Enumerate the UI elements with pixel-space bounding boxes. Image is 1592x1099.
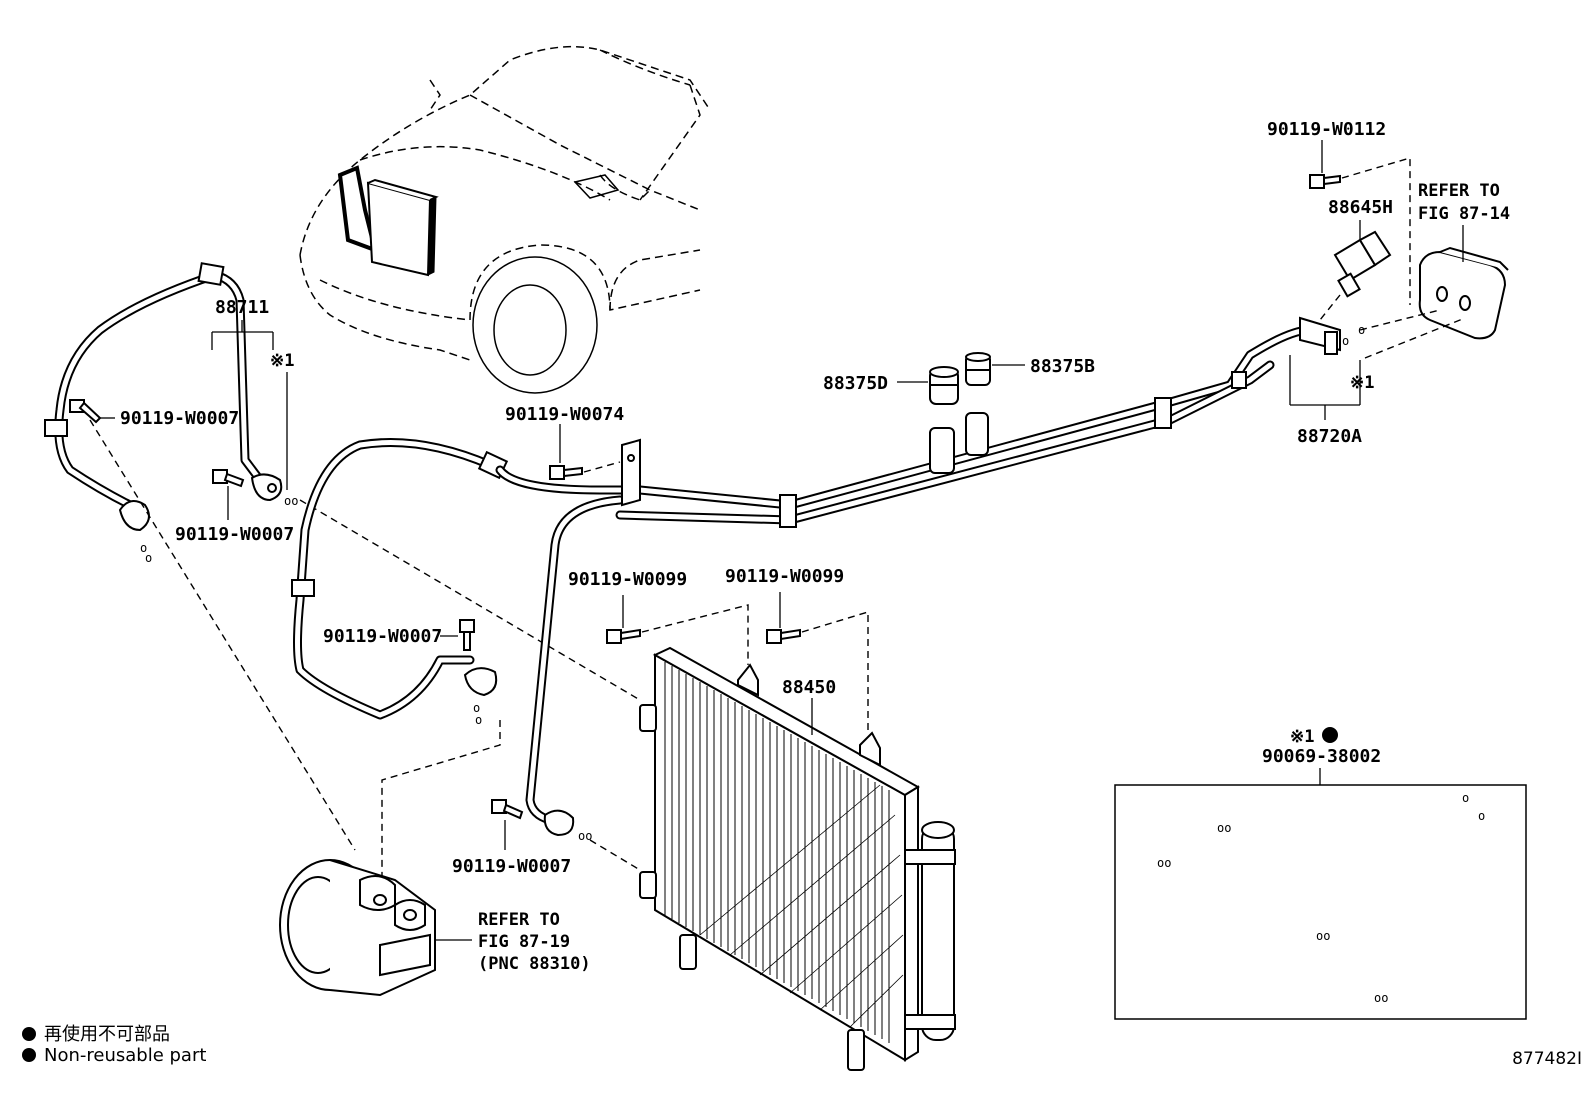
oring-d: o	[473, 701, 480, 715]
condenser-88450	[639, 646, 956, 1071]
label-88450: 88450	[782, 677, 836, 698]
label-90119-w0007-a: 90119-W0007	[120, 408, 239, 429]
label-90069-38002: 90069-38002	[1262, 746, 1381, 767]
legend-english: Non-reusable part	[22, 1045, 206, 1066]
oring-set: oo oo o o oo oo	[1157, 791, 1485, 1005]
svg-text:oo: oo	[1316, 929, 1330, 943]
label-90119-w0007-b: 90119-W0007	[175, 524, 294, 545]
refer-87-19-line1: REFER TO	[478, 910, 560, 930]
svg-text:oo: oo	[1374, 991, 1388, 1005]
oring-e: o	[475, 713, 482, 727]
evaporator-flange-icon	[1418, 246, 1509, 340]
non-reusable-dot-icon	[1322, 727, 1338, 743]
note1-mark-kit: ※1	[1290, 727, 1314, 747]
bolt-icon	[459, 619, 475, 651]
oring-a: oo	[284, 494, 298, 508]
oring-b: o	[140, 541, 147, 555]
refer-87-19-line2: FIG 87-19	[478, 932, 570, 952]
svg-text:oo: oo	[1157, 856, 1171, 870]
non-reusable-dot-icon	[22, 1027, 36, 1041]
bolt-icon	[212, 469, 245, 488]
label-88375D: 88375D	[823, 373, 888, 394]
label-88711: 88711	[215, 297, 269, 318]
svg-text:oo: oo	[1217, 821, 1231, 835]
figure-id: 877482I	[1512, 1049, 1582, 1069]
refer-87-19-line3: (PNC 88310)	[478, 954, 591, 974]
label-88720A: 88720A	[1297, 426, 1362, 447]
liquid-tube-to-condenser	[525, 495, 625, 837]
bolt-icon	[1309, 174, 1341, 189]
label-90119-w0099-b: 90119-W0099	[725, 566, 844, 587]
svg-text:o: o	[1478, 809, 1485, 823]
legend-japanese: 再使用不可部品	[22, 1020, 170, 1046]
bolt-icon	[766, 628, 801, 644]
discharge-hose-88711	[44, 262, 283, 532]
label-90119-w0007-d: 90119-W0007	[452, 856, 571, 877]
pressure-sensor-icon	[1333, 230, 1392, 298]
label-88375B: 88375B	[1030, 356, 1095, 377]
label-88645H: 88645H	[1328, 197, 1393, 218]
note1-mark-b: ※1	[1350, 373, 1374, 393]
discharge-hose-mid	[291, 438, 509, 720]
oring-f: oo	[578, 829, 592, 843]
label-90119-w0074: 90119-W0074	[505, 404, 624, 425]
oring-kit-box	[1114, 784, 1527, 1020]
valve-cap-88375B-icon	[965, 352, 991, 386]
legend-en-text: Non-reusable part	[44, 1045, 207, 1066]
bolt-icon	[69, 399, 102, 424]
bolt-icon	[491, 799, 524, 820]
label-90119-w0112: 90119-W0112	[1267, 119, 1386, 140]
valve-cap-88375D-icon	[929, 366, 959, 405]
oring-c: o	[145, 551, 152, 565]
label-90119-w0007-c: 90119-W0007	[323, 626, 442, 647]
svg-text:o: o	[1462, 791, 1469, 805]
label-90119-w0099-a: 90119-W0099	[568, 569, 687, 590]
service-valve-icon	[965, 412, 989, 456]
bolt-icon	[549, 465, 583, 480]
legend-jp-text: 再使用不可部品	[44, 1024, 170, 1045]
refer-87-14-line1: REFER TO	[1418, 181, 1500, 201]
note1-mark-a: ※1	[270, 351, 294, 371]
vehicle-locator	[299, 45, 711, 394]
non-reusable-dot-icon	[22, 1048, 36, 1062]
oring-g: o	[1342, 334, 1349, 348]
pipe-bundle-88720A	[495, 316, 1341, 528]
compressor-icon	[279, 859, 436, 997]
refer-87-14-line2: FIG 87-14	[1418, 204, 1510, 224]
bolt-icon	[606, 628, 641, 644]
service-valve-icon	[929, 427, 955, 474]
